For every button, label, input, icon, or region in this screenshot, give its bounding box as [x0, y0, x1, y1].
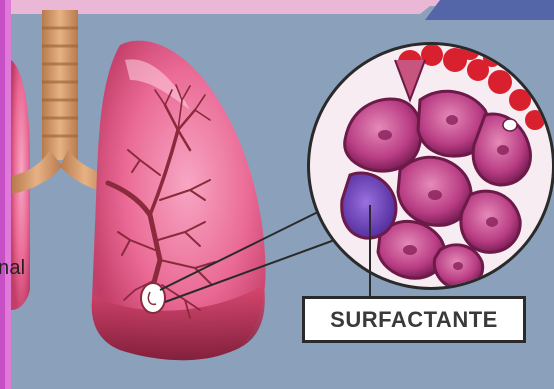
- white-cell: [503, 119, 517, 131]
- left-purple-strip: [0, 0, 5, 389]
- left-purple-strip-inner: [5, 0, 11, 389]
- cut-off-caption-text: nal: [0, 257, 25, 280]
- top-right-dark-corner: [425, 0, 554, 20]
- alveolus-marker: [141, 283, 165, 313]
- surfactant-label: SURFACTANTE: [330, 307, 498, 333]
- surfactant-label-box: SURFACTANTE: [302, 296, 526, 343]
